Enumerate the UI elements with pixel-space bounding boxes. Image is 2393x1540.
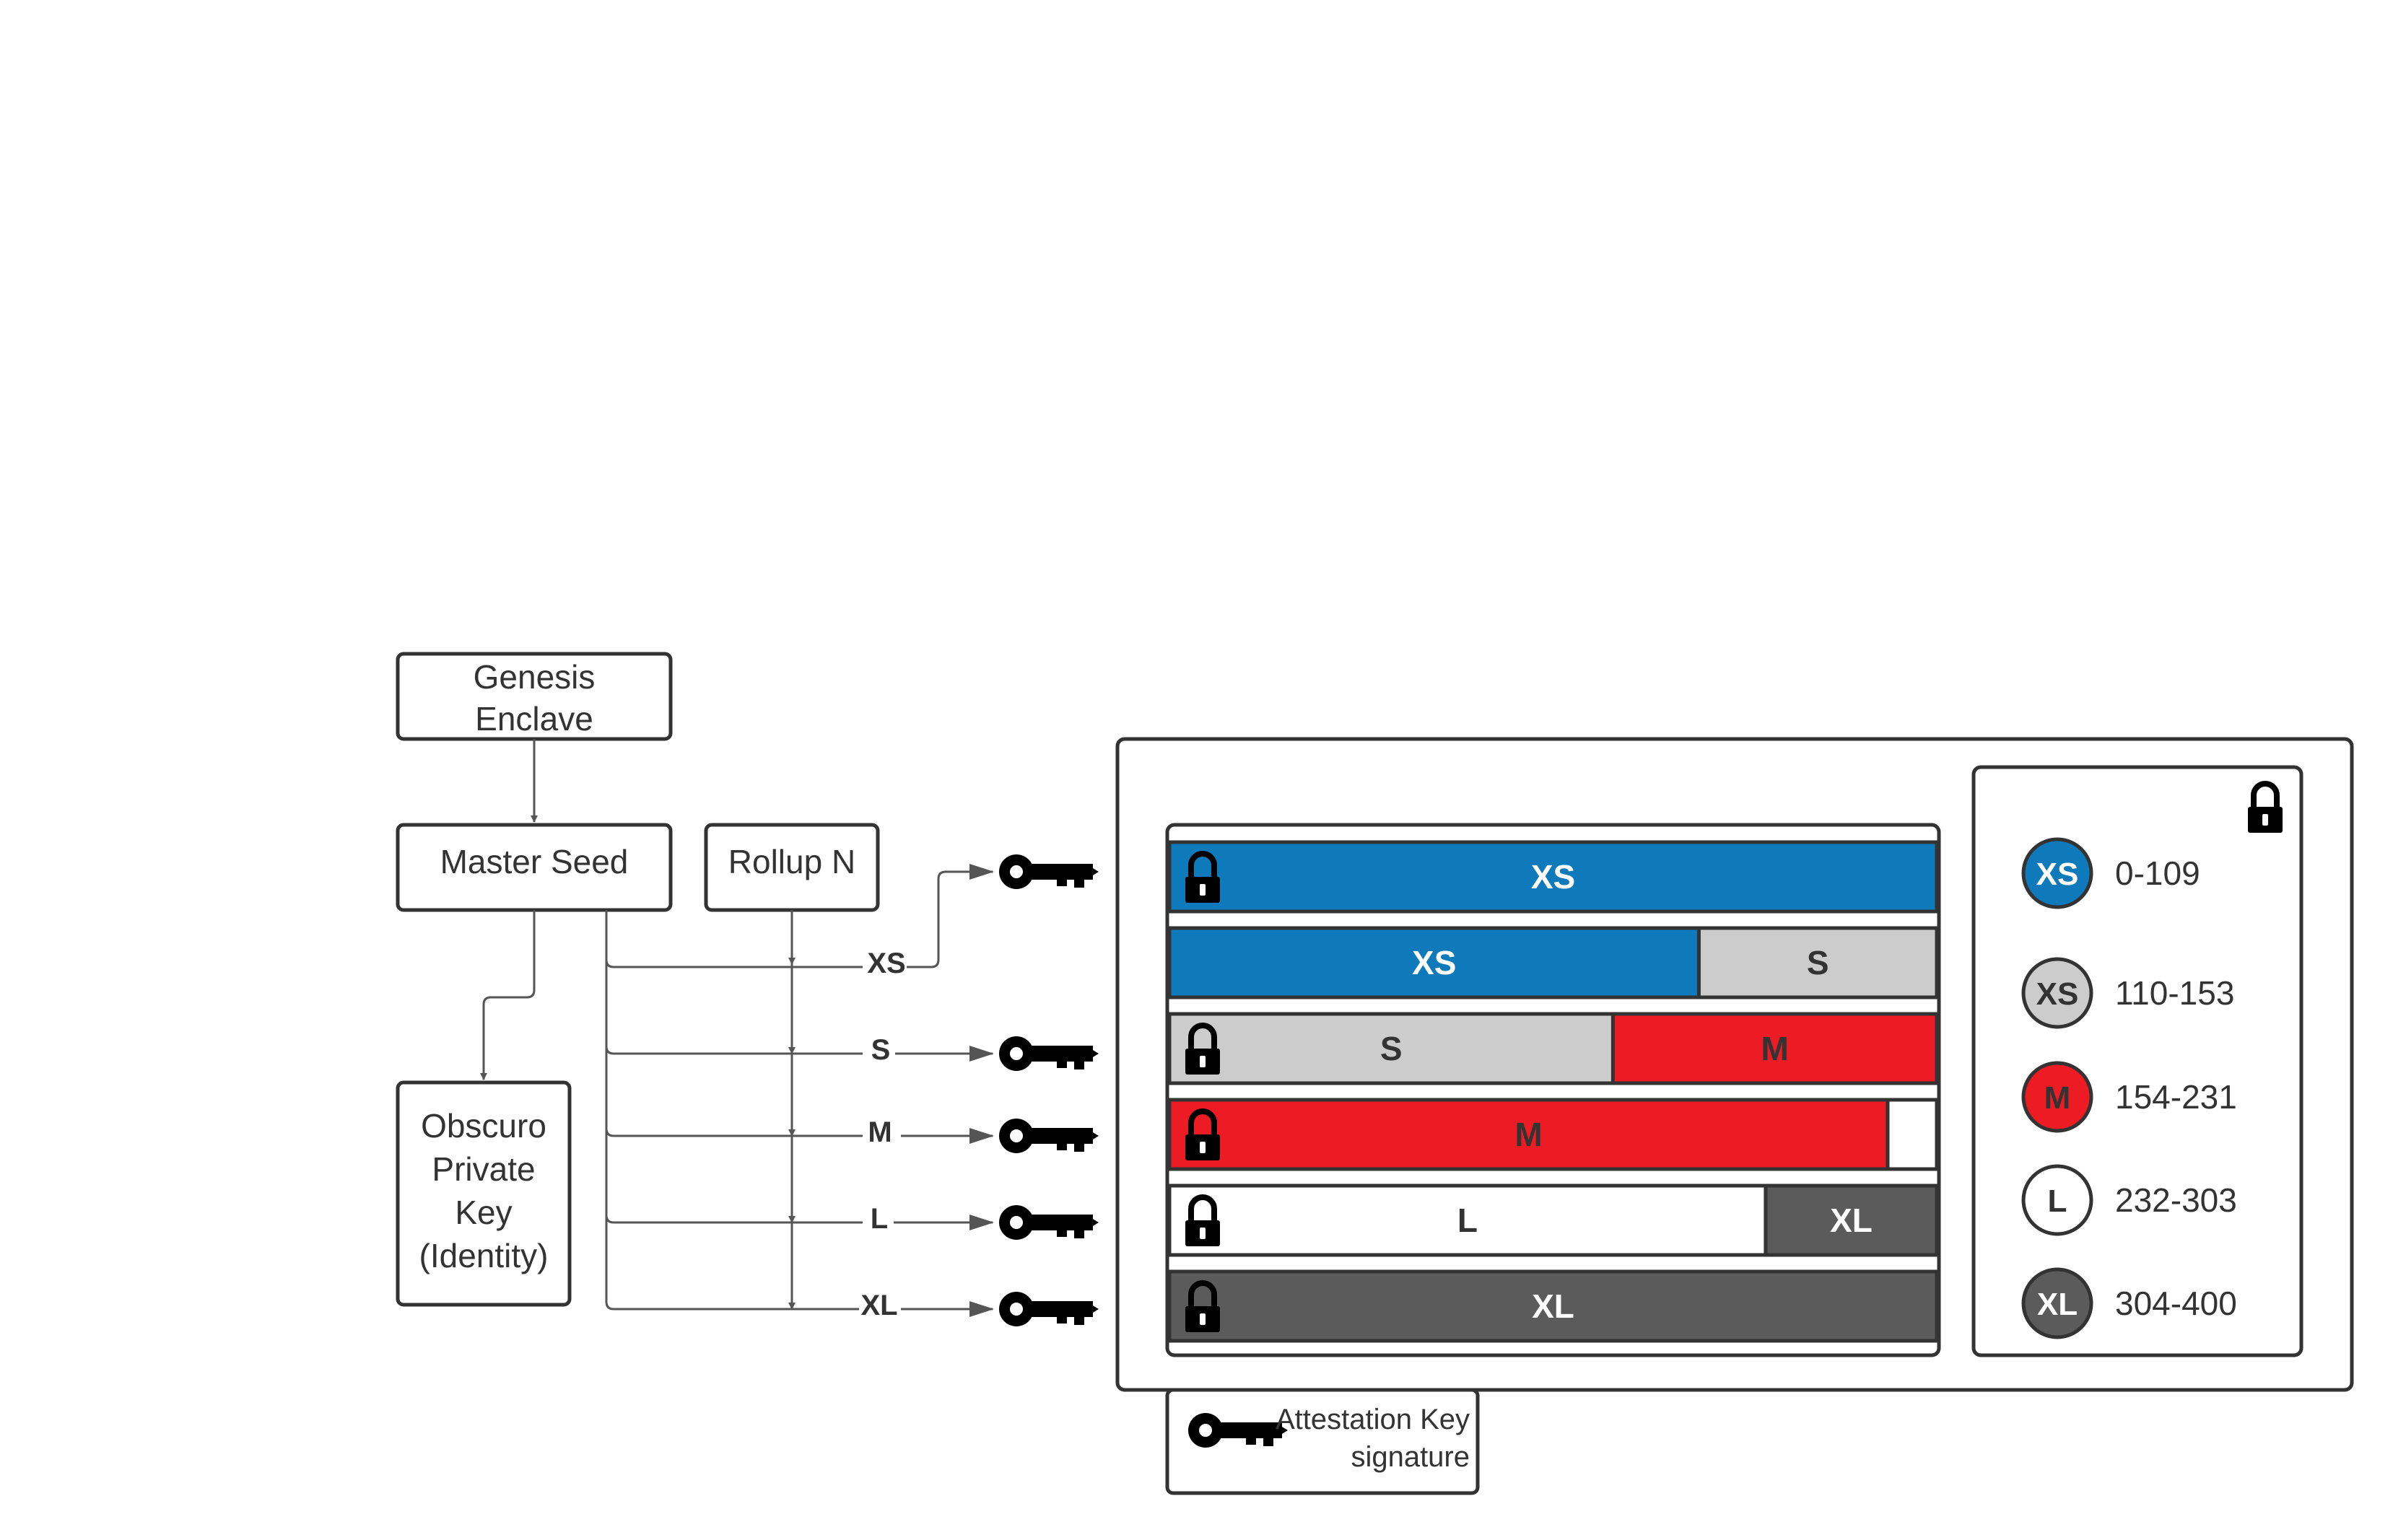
legend-badge-label: XS (2036, 976, 2079, 1012)
branch-label-l: L (871, 1203, 888, 1235)
key-row: XL (1167, 1269, 1939, 1343)
legend-item: XS 0-109 (2021, 837, 2200, 909)
row-segment-label: M (1761, 1030, 1789, 1067)
genesis-enclave-label-1: Genesis (474, 658, 596, 696)
legend-badge-label: XS (2036, 857, 2079, 892)
branch-l-line (605, 1215, 863, 1224)
legend-badge (2021, 957, 2093, 1029)
row-segment-label: XS (1531, 858, 1575, 896)
row-segment (1167, 1269, 1939, 1343)
branch-label-m: M (868, 1116, 892, 1148)
legend-range-label: 304-400 (2115, 1285, 2237, 1322)
master-seed-box: Master Seed (396, 823, 673, 912)
legend-range-label: 110-153 (2115, 974, 2234, 1012)
key-icon (999, 1119, 1099, 1153)
branch-label-xs: XS (867, 948, 905, 979)
legend-range-label: 232-303 (2115, 1181, 2237, 1219)
row-segment-label: XL (1532, 1287, 1574, 1325)
key-icon (999, 1292, 1099, 1326)
legend-item: XL 304-400 (2021, 1267, 2237, 1339)
branch-m-line (605, 1128, 863, 1137)
legend-badge (2021, 1164, 2093, 1236)
row-segment (1167, 1012, 1615, 1085)
key-icon (999, 1036, 1099, 1071)
legend-item: L 232-303 (2021, 1164, 2237, 1236)
row-segment-label: L (1457, 1202, 1478, 1239)
key-row: XS (1167, 840, 1939, 914)
legend-badge (2021, 837, 2093, 909)
obscuro-private-key-box: Obscuro Private Key (Identity) (396, 1080, 572, 1307)
row-segment (1886, 1098, 1939, 1171)
rollup-box: Rollup N (704, 823, 880, 912)
obscuro-label-4: (Identity) (419, 1237, 549, 1274)
row-segment (1167, 926, 1701, 999)
key-row: M (1167, 1098, 1939, 1171)
branch-s-line (605, 1046, 863, 1055)
obscuro-label-2: Private (432, 1150, 535, 1188)
seed-to-private-key-arrow (480, 910, 536, 1080)
row-segment (1167, 840, 1939, 914)
genesis-enclave-box: Genesis Enclave (396, 652, 673, 741)
legend-range-label: 0-109 (2115, 854, 2200, 892)
rollup-label: Rollup N (728, 843, 855, 880)
row-segment-label: S (1380, 1030, 1403, 1067)
legend-badge (2021, 1061, 2093, 1133)
key-icon (999, 854, 1099, 889)
legend-range-label: 154-231 (2115, 1078, 2237, 1116)
row-segment (1764, 1184, 1939, 1257)
row-segment-label: XS (1412, 944, 1456, 981)
genesis-enclave-label-2: Enclave (475, 700, 593, 738)
seed-trunk-line (605, 910, 863, 1311)
obscuro-label-3: Key (455, 1194, 512, 1231)
key-icon (999, 1205, 1099, 1240)
legend-badge (2021, 1267, 2093, 1339)
key-row: XS S (1167, 926, 1939, 999)
row-segment (1167, 1184, 1768, 1257)
derivation-connectors (480, 739, 994, 1317)
legend-badge-label: M (2044, 1080, 2071, 1116)
attestation-key-label-2: signature (1351, 1441, 1470, 1473)
attestation-key-label-1: Attestation Key (1276, 1404, 1470, 1435)
arrow-to-key-xs (906, 864, 994, 968)
legend-badge-label: XL (2037, 1287, 2078, 1322)
obscuro-label-1: Obscuro (421, 1107, 546, 1145)
key-row: L XL (1167, 1184, 1939, 1257)
row-segment (1167, 1098, 1890, 1171)
row-segment-label: M (1514, 1116, 1542, 1153)
legend-item: XS 110-153 (2021, 957, 2234, 1029)
row-segment-label: S (1807, 944, 1829, 981)
branch-label-s: S (871, 1034, 891, 1066)
branch-xs-line (605, 959, 863, 968)
row-segment-label: XL (1830, 1202, 1873, 1239)
legend-badge-label: L (2048, 1184, 2067, 1219)
legend-item: M 154-231 (2021, 1061, 2237, 1133)
master-seed-label: Master Seed (440, 843, 629, 880)
attestation-key-legend: Attestation Key signature (1165, 1388, 1480, 1495)
branch-label-xl: XL (860, 1290, 897, 1321)
row-segment (1696, 926, 1939, 999)
row-segment (1610, 1012, 1939, 1085)
